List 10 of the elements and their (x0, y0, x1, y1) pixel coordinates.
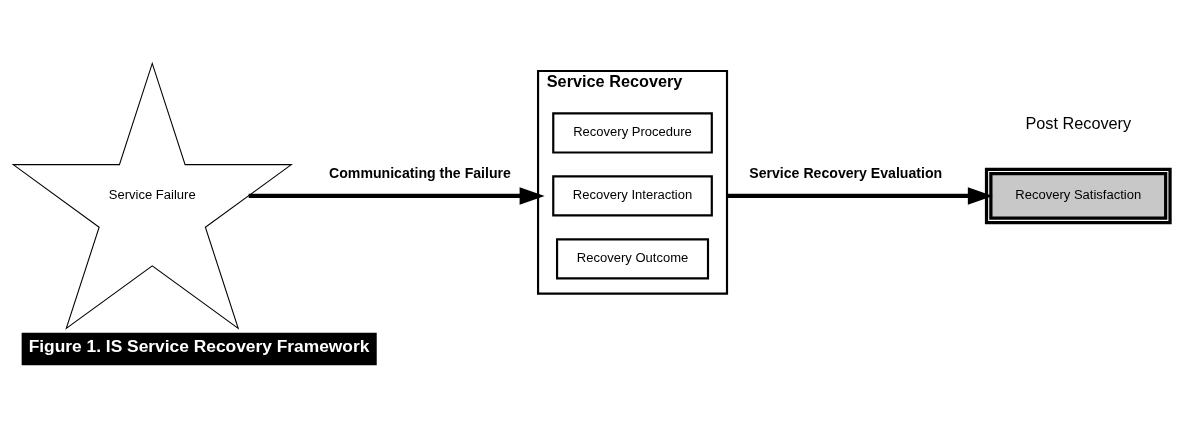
node-box: Recovery Procedure (552, 111, 713, 154)
arrow (727, 186, 993, 205)
node-box: Recovery Satisfaction (984, 167, 1172, 224)
node-box: Recovery Interaction (552, 174, 713, 217)
edge-label: Communicating the Failure (329, 164, 511, 181)
caption: Figure 1. IS Service Recovery Framework (28, 335, 370, 356)
edge-label: Service Recovery Evaluation (749, 164, 943, 181)
arrow (248, 186, 545, 205)
label: Post Recovery (1025, 113, 1132, 132)
node-box: Recovery Outcome (555, 237, 710, 279)
